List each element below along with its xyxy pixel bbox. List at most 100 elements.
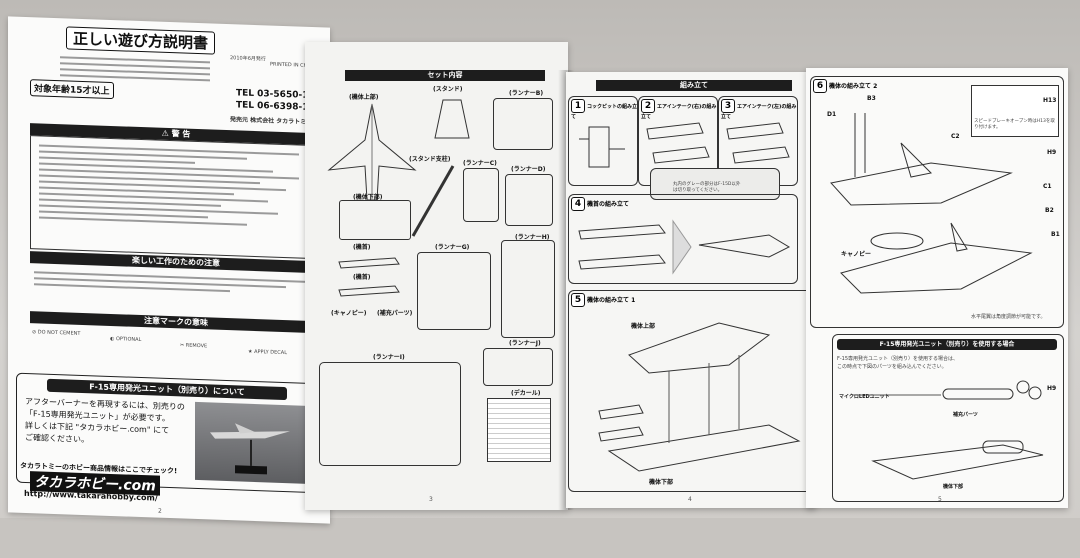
unit-title: F-15専用発光ユニット（別売り）について [47,378,287,401]
code-d1: D1 [827,111,837,118]
intake-right-drawing [646,122,710,164]
led-unit-box: F-15専用発光ユニット（別売り）を使用する場合 F-15専用発光ユニット（別売… [832,334,1064,502]
page2-number: 2 [158,507,162,515]
code-c1: C1 [1043,183,1052,190]
extra-parts-label: 補充パーツ [953,412,978,418]
part-decal: (デカール) [511,390,541,397]
product-photo [195,401,307,484]
code-h9-b: H9 [1047,385,1057,392]
warning-box [30,135,322,260]
mark-optional-label: OPTIONAL [115,336,142,344]
page2-date: 2010年6月発行 [230,55,266,63]
step-4-number: 4 [571,197,585,211]
intake-left-drawing [726,122,790,164]
step-2-number: 2 [641,99,655,113]
part-nose-right: (機首) [353,274,371,281]
runner-d-box [505,174,553,226]
led-label: マイクロLEDユニット [839,394,890,400]
cut-note-text: 丸内のグレーの部分はF-15D以外は切り取ってください。 [673,182,741,193]
publisher: 発売元 株式会社 タカラトミー [230,116,313,127]
runner-b-box [493,98,553,150]
part-runner-j: (ランナーJ) [509,340,541,347]
runner-c-box [463,168,499,222]
step-4-label: 機首の組み立て [587,201,630,208]
part-canopy: (キャノピー) [331,310,367,317]
label-body-top: 機体上部 [631,323,656,330]
body-assembly-drawing [598,322,801,472]
code-c2: C2 [951,133,960,140]
speedbrake-text: スピードブレーキオープン時はH13を取り付けます。 [974,119,1055,130]
canopy-label: キャノピー [841,251,872,258]
part-runner-c: (ランナーC) [463,160,497,167]
part-runner-g: (ランナーG) [435,244,470,251]
page4-number: 4 [688,496,692,503]
step-3-number: 3 [721,99,735,113]
code-b1: B1 [1051,231,1060,238]
step-1-label: コックピットの組み立て [571,104,638,120]
page4-title: 組み立て [596,80,792,91]
part-runner-b: (ランナーB) [509,90,544,97]
nose-drawings [338,257,400,297]
warning-label: 警 告 [171,129,191,139]
runner-i-box [319,362,461,466]
part-runner-h: (ランナーH) [515,234,550,241]
warning-text [39,140,299,231]
page3-title: セット内容 [345,70,545,81]
fun-text [34,267,314,299]
led-unit-title: F-15専用発光ユニット（別売り）を使用する場合 [837,339,1057,350]
step-2-label: エアインテーク(右)の組み立て [641,104,717,120]
mark-no-cement-label: DO NOT CEMENT [37,329,81,337]
part-extra: (補充パーツ) [377,310,413,317]
code-h13: H13 [1043,97,1057,104]
marks-row: ⊘ DO NOT CEMENT ◐ OPTIONAL ✂ REMOVE ★ AP… [30,327,322,371]
page2-title: 正しい遊び方説明書 [66,26,216,55]
led-install-drawing [853,380,1044,480]
part-stand-post: (スタンド支柱) [409,156,451,163]
label-body-bottom: 機体下部 [649,479,674,486]
table-surface [0,518,1080,558]
part-body-top: (機体上部) [349,94,379,101]
led-body-bottom: 機体下部 [943,484,964,490]
stand-post-drawing [411,165,455,237]
code-b2: B2 [1045,207,1054,214]
jet-on-stand-image [210,423,290,475]
code-b3: B3 [867,95,876,102]
code-h9: H9 [1047,149,1057,156]
step-3-label: エアインテーク(左)の組み立て [721,104,797,120]
unit-box: F-15専用発光ユニット（別売り）について アフターバーナーを再現するには、別売… [16,372,318,494]
page-2: 正しい遊び方説明書 2010年6月発行 PRINTED IN CHINA 対象年… [8,16,330,524]
body-bottom-box [339,200,411,240]
part-runner-i: (ランナーI) [373,354,405,361]
part-runner-d: (ランナーD) [511,166,546,173]
led-unit-text-1: この時点で下図のパーツを組み込んでください。 [837,364,947,370]
no-cement-icon: ⊘ [32,329,37,336]
warning-icon: ⚠ [161,128,169,138]
mark-optional: ◐ OPTIONAL [110,336,141,343]
led-unit-text-0: F-15専用発光ユニット（別売り）を使用する場合は、 [837,356,959,362]
nose-assembly-drawing [578,219,791,275]
page3-number: 3 [429,496,433,503]
mark-remove: ✂ REMOVE [180,342,207,349]
page-3: セット内容 (機体上部) (スタンド) (ランナーB) (スタンド支柱) (ラン… [305,42,568,510]
part-stand: (スタンド) [433,86,463,93]
optional-icon: ◐ [110,335,115,343]
step-6-number: 6 [813,79,827,93]
mark-decal: ★ APPLY DECAL [248,349,287,356]
stand-drawing [434,99,470,139]
decal-sheet [487,398,551,462]
age-label: 対象年齢15才以上 [30,79,114,100]
unit-text-3: ご確認ください。 [25,432,89,445]
mark-remove-label: REMOVE [185,342,208,350]
